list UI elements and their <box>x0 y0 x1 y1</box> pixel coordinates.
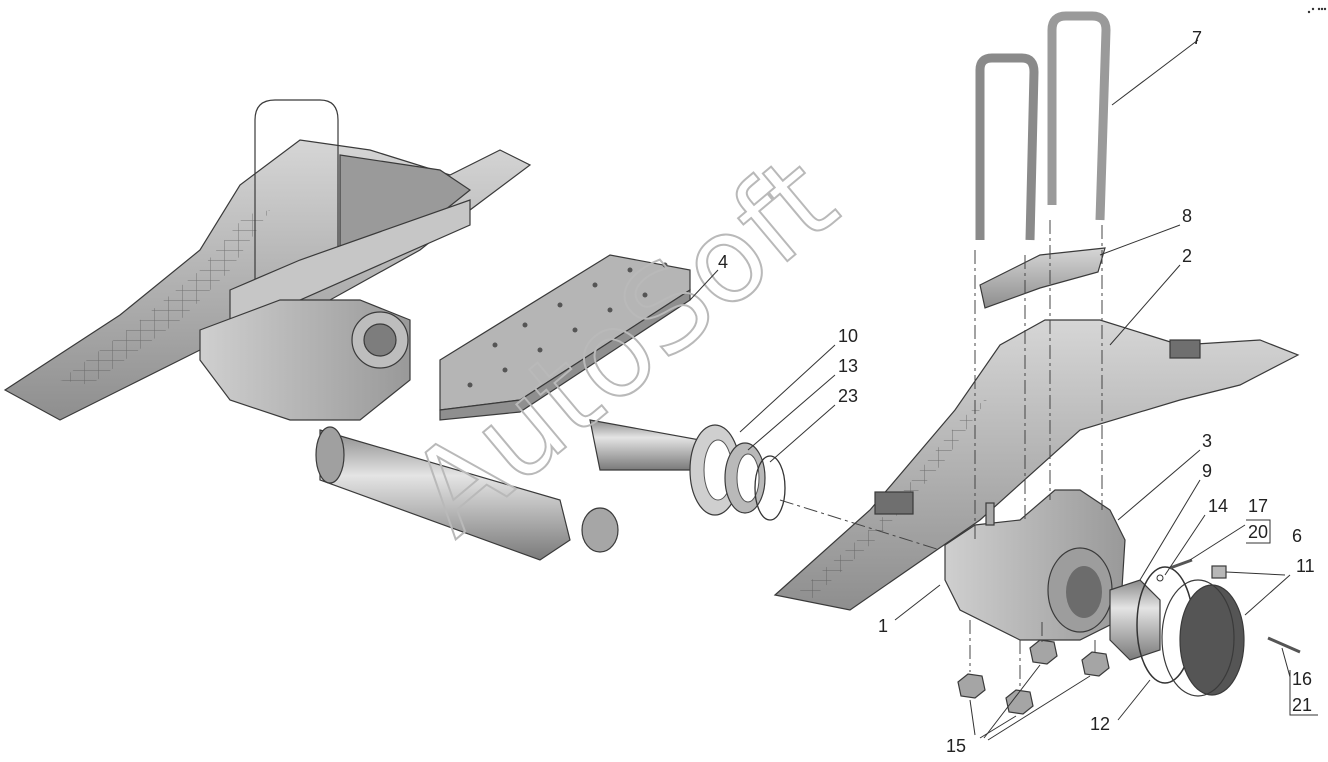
hub-cap-rim <box>1161 579 1235 697</box>
balancer-tube-end <box>315 426 345 484</box>
bracket-bolt-holes <box>467 262 668 388</box>
callout-4: 4 <box>718 252 728 272</box>
assembly-lines <box>779 220 1103 690</box>
leaf-spring-right <box>773 319 1300 611</box>
callout-11: 11 <box>1296 556 1315 576</box>
spring-pad <box>979 247 1106 309</box>
leader-lines <box>689 39 1318 741</box>
corner-marks <box>1307 7 1327 14</box>
callout-14: 14 <box>1208 496 1228 516</box>
callout-20: 20 <box>1248 522 1268 542</box>
washer-small <box>1156 574 1164 582</box>
u-bolt-left <box>254 99 339 290</box>
callout-13: 13 <box>838 356 858 376</box>
callout-7: 7 <box>1192 28 1202 48</box>
u-bolt-rear <box>975 53 1039 241</box>
callout-10: 10 <box>838 326 858 346</box>
grease-fitting <box>985 502 995 526</box>
spring-clip-right <box>874 491 914 515</box>
leaf-spring-right-steps <box>800 395 990 600</box>
callout-21: 21 <box>1292 695 1312 715</box>
callout-6: 6 <box>1292 526 1302 546</box>
callout-23: 23 <box>838 386 858 406</box>
spring-clip-right-rear <box>1169 339 1201 359</box>
callout-12: 12 <box>1090 714 1110 734</box>
callout-15: 15 <box>946 736 966 756</box>
right-assembly <box>773 11 1301 715</box>
left-assembly <box>3 99 786 561</box>
callout-3: 3 <box>1202 431 1212 451</box>
balancer-tube-end-2 <box>581 507 619 553</box>
leaf-spring-left-steps <box>60 210 270 385</box>
callout-2: 2 <box>1182 246 1192 266</box>
callout-16: 16 <box>1292 669 1312 689</box>
callout-labels: 7 8 2 4 10 13 23 3 9 14 17 20 6 11 16 21… <box>718 28 1315 756</box>
hub-bore-left-inner <box>363 323 397 357</box>
bolt <box>1267 636 1301 654</box>
plug <box>1211 565 1227 579</box>
callout-17: 17 <box>1248 496 1268 516</box>
u-bolt-front <box>1047 11 1111 221</box>
callout-8: 8 <box>1182 206 1192 226</box>
nuts <box>957 639 1110 715</box>
bolt-short <box>1169 558 1193 570</box>
callout-1: 1 <box>878 616 888 636</box>
bushing-hole <box>736 453 760 503</box>
hub-housing-bore-inner <box>1066 566 1102 618</box>
o-ring <box>754 455 786 521</box>
hub-bushing <box>1109 579 1161 661</box>
callout-9: 9 <box>1202 461 1212 481</box>
